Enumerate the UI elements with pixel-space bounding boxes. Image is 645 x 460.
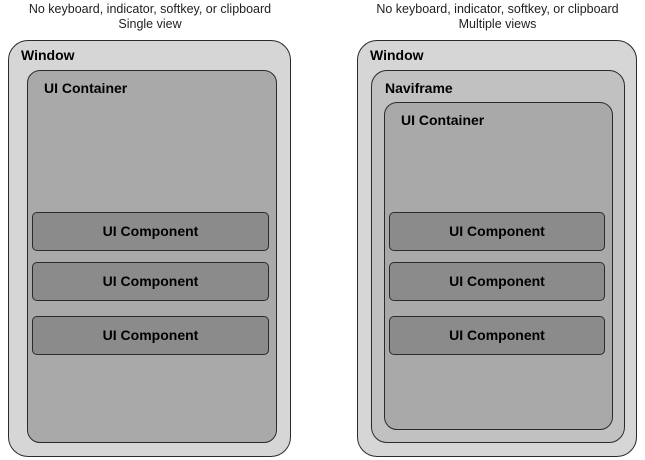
ui-component: UI Component [32,262,269,301]
ui-component: UI Component [389,212,605,251]
caption-line-1: No keyboard, indicator, softkey, or clip… [28,2,272,16]
ui-component: UI Component [389,316,605,355]
ui-container-label: UI Container [44,80,128,96]
single-view-ui-container: UI Container UI Component UI Component U… [27,70,277,443]
caption-line-1: No keyboard, indicator, softkey, or clip… [376,2,619,16]
window-label: Window [370,47,424,63]
multiple-views-window: Window Naviframe UI Container UI Compone… [357,40,637,457]
caption-line-2: Single view [118,17,182,31]
naviframe: Naviframe UI Container UI Component UI C… [371,70,625,443]
window-label: Window [21,47,75,63]
ui-component: UI Component [32,316,269,355]
ui-component: UI Component [389,262,605,301]
single-view-caption: No keyboard, indicator, softkey, or clip… [0,2,300,32]
caption-line-2: Multiple views [458,17,537,31]
naviframe-label: Naviframe [385,80,453,96]
ui-component: UI Component [32,212,269,251]
ui-container-label: UI Container [401,112,485,128]
multiple-views-ui-container: UI Container UI Component UI Component U… [384,102,613,430]
single-view-window: Window UI Container UI Component UI Comp… [8,40,291,457]
multiple-views-caption: No keyboard, indicator, softkey, or clip… [350,2,645,32]
